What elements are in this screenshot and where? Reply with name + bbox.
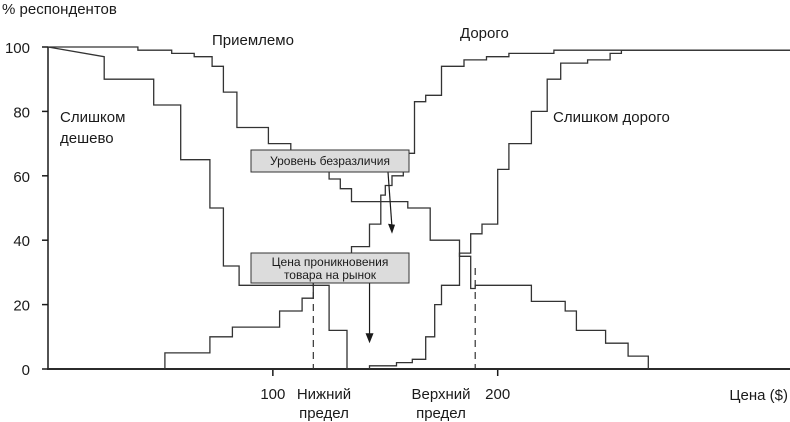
series-label-acceptable: Приемлемо [212,32,294,49]
series-lines [47,46,790,370]
series-line-1 [47,46,790,370]
penetration-box [250,252,410,284]
lower-bound-label-line2: предел [299,405,349,422]
indifference-box [250,149,410,173]
y-tick-label: 100 [5,40,30,57]
x-tick-label: 100 [260,386,285,403]
y-tick-label: 0 [22,362,30,379]
series-label-too-expensive: Слишком дорого [553,109,670,126]
series-label-too-cheap-line2: дешево [60,130,114,147]
series-line-2 [48,46,790,370]
y-ticks: 0 20 40 60 80 100 100 200 [5,40,510,403]
y-axis-label: % респондентов [2,1,117,18]
indifference-box-label: Уровень безразличия [270,154,390,168]
series-label-too-cheap-line1: Слишком [60,109,125,126]
series-label-expensive: Дорого [460,25,509,42]
y-tick-label: 60 [13,169,30,186]
lower-bound-label-line1: Нижний [297,386,351,403]
annotations [312,171,476,369]
penetration-box-label-line1: Цена проникновения [272,255,389,269]
penetration-pointer-arrowhead [365,333,374,344]
x-axis-label: Цена ($) [729,387,788,404]
x-tick-label: 200 [485,386,510,403]
y-tick-label: 20 [13,298,30,315]
series-line-4 [48,49,790,370]
series-line-3 [48,49,790,370]
indifference-pointer-line [387,171,393,228]
y-tick-label: 80 [13,104,30,121]
indifference-pointer-arrowhead [388,223,396,234]
penetration-box-label-line2: товара на рынок [284,268,377,282]
upper-bound-label-line2: предел [416,405,466,422]
upper-bound-label-line1: Верхний [411,386,470,403]
y-tick-label: 40 [13,233,30,250]
